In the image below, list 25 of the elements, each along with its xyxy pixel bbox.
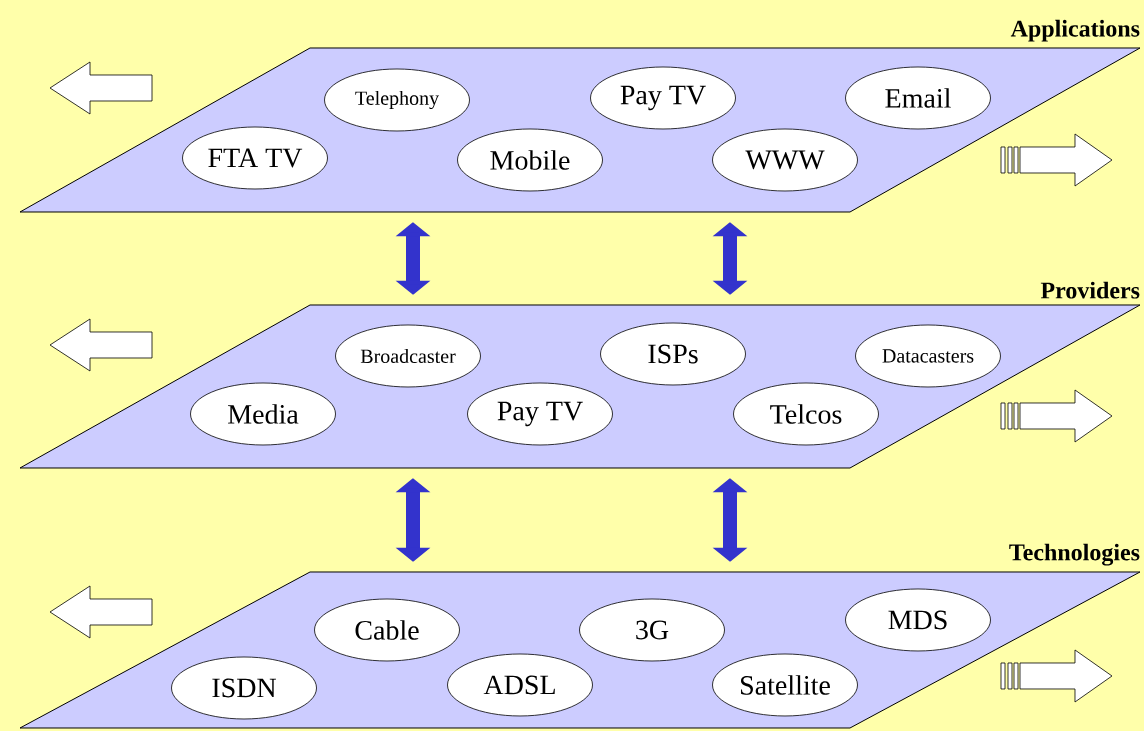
ellipse-node: Email — [845, 66, 991, 130]
ellipse-node: Pay TV — [590, 66, 736, 130]
ellipse-node: ISPs — [600, 322, 746, 386]
ellipse-node: Telcos — [733, 382, 879, 446]
double-arrow — [395, 222, 431, 295]
ellipse-node: Pay TV — [467, 382, 613, 446]
ellipse-node: Cable — [314, 598, 460, 662]
ellipse-node: WWW — [712, 128, 858, 192]
node-label: Technologies — [1009, 543, 1140, 566]
ellipse-node: Broadcaster — [335, 324, 481, 388]
ellipse-node: MDS — [845, 588, 991, 652]
ellipse-node: Mobile — [457, 128, 603, 192]
ellipse-node: Satellite — [712, 653, 858, 717]
ellipse-node: FTA TV — [182, 126, 328, 190]
node-label: Applications — [1010, 19, 1140, 42]
ellipse-node: ADSL — [447, 653, 593, 717]
ellipse-node: Media — [190, 382, 336, 446]
double-arrow — [712, 478, 748, 562]
node-label: Providers — [1040, 281, 1140, 299]
ellipse-node: 3G — [579, 598, 725, 662]
ellipse-node: Datacasters — [855, 324, 1001, 388]
double-arrow — [712, 222, 748, 295]
ellipse-node: ISDN — [171, 656, 317, 720]
double-arrow — [395, 478, 431, 562]
ellipse-node: Telephony — [324, 68, 470, 132]
